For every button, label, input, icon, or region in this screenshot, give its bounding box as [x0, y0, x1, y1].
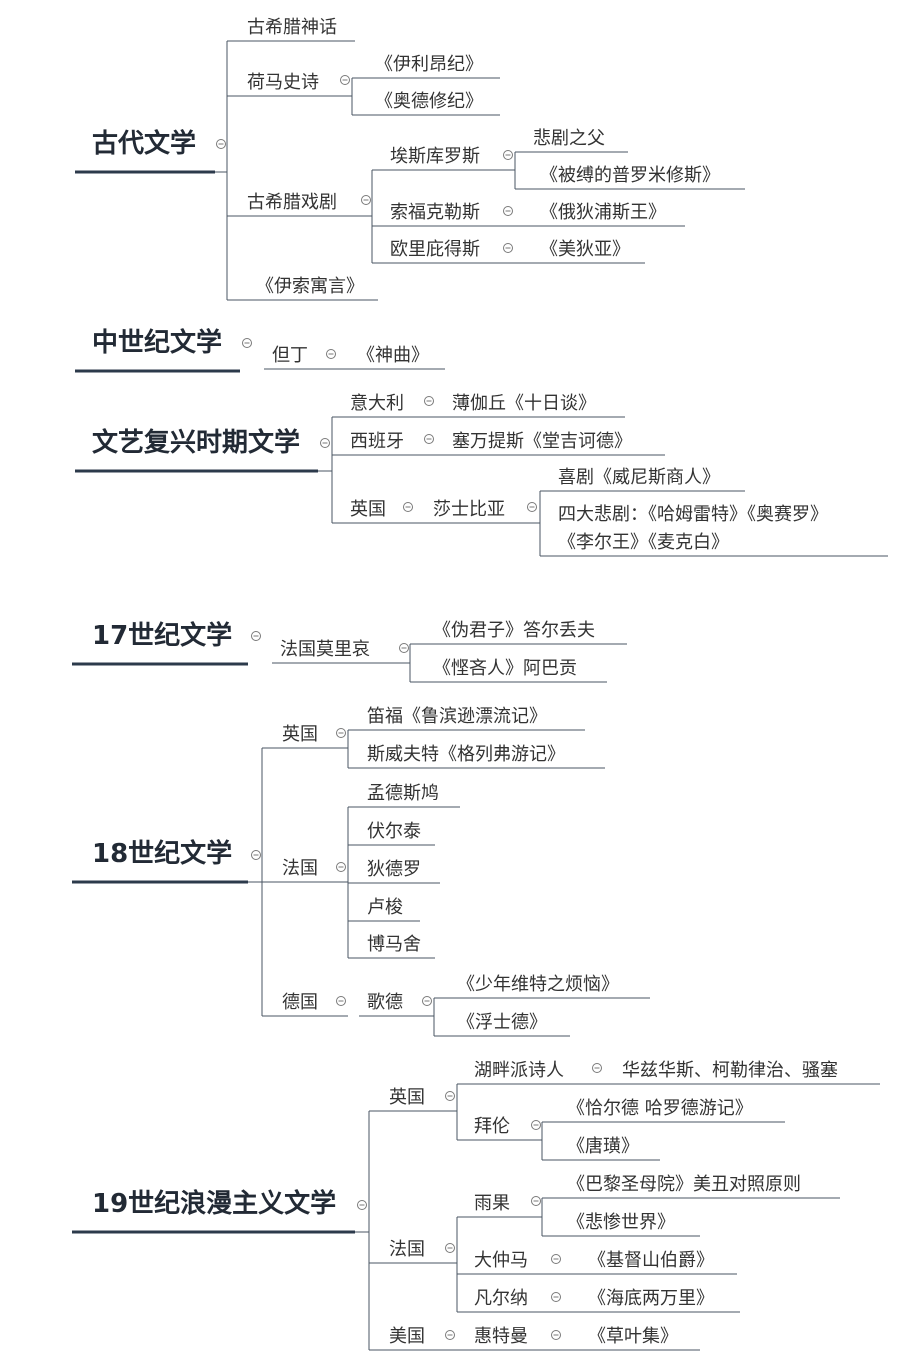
collapse-button[interactable] — [403, 502, 413, 512]
collapse-button[interactable] — [320, 438, 330, 448]
collapse-button[interactable] — [422, 996, 432, 1006]
collapse-button[interactable] — [251, 631, 261, 641]
collapse-button[interactable] — [445, 1330, 455, 1340]
node-label[interactable]: 华兹华斯、柯勒律治、骚塞 — [622, 1060, 838, 1081]
root-topic[interactable]: 古代文学 — [92, 128, 196, 159]
node-label[interactable]: 凡尔纳 — [474, 1288, 528, 1309]
node-label[interactable]: 卢梭 — [367, 897, 403, 918]
node-label[interactable]: 古希腊戏剧 — [247, 192, 337, 213]
node-label[interactable]: 笛福《鲁滨逊漂流记》 — [367, 706, 547, 727]
node-label[interactable]: 《悭吝人》阿巴贡 — [433, 658, 577, 679]
root-topic[interactable]: 文艺复兴时期文学 — [92, 427, 300, 458]
node-label[interactable]: 狄德罗 — [367, 859, 421, 880]
collapse-button[interactable] — [527, 502, 537, 512]
node-label[interactable]: 美国 — [389, 1326, 425, 1347]
collapse-button[interactable] — [424, 434, 434, 444]
node-label[interactable]: 《巴黎圣母院》美丑对照原则 — [567, 1174, 801, 1195]
root-topic[interactable]: 19世纪浪漫主义文学 — [92, 1188, 336, 1219]
node-label[interactable]: 《悲惨世界》 — [567, 1212, 675, 1233]
node-label[interactable]: 悲剧之父 — [533, 128, 605, 149]
node-label[interactable]: 索福克勒斯 — [390, 202, 480, 223]
collapse-button[interactable] — [551, 1330, 561, 1340]
collapse-button[interactable] — [361, 195, 371, 205]
node-label[interactable]: 雨果 — [474, 1193, 510, 1214]
node-label[interactable]: 薄伽丘《十日谈》 — [452, 393, 596, 414]
collapse-button[interactable] — [242, 338, 252, 348]
collapse-button[interactable] — [326, 349, 336, 359]
node-label[interactable]: 《奥德修纪》 — [375, 91, 483, 112]
collapse-button[interactable] — [336, 996, 346, 1006]
node-label[interactable]: 意大利 — [350, 393, 404, 414]
node-label[interactable]: 《草叶集》 — [588, 1326, 678, 1347]
node-label[interactable]: 孟德斯鸠 — [367, 783, 439, 804]
collapse-button[interactable] — [592, 1063, 602, 1073]
collapse-button[interactable] — [551, 1254, 561, 1264]
collapse-button[interactable] — [531, 1196, 541, 1206]
node-label[interactable]: 法国 — [282, 858, 318, 879]
collapse-button[interactable] — [357, 1200, 367, 1210]
node-label[interactable]: 《被缚的普罗米修斯》 — [540, 165, 720, 186]
collapse-button[interactable] — [503, 243, 513, 253]
collapse-button[interactable] — [216, 139, 226, 149]
node-label[interactable]: 《唐璜》 — [567, 1136, 639, 1157]
root-topic[interactable]: 17世纪文学 — [92, 620, 232, 651]
collapse-button[interactable] — [531, 1120, 541, 1130]
collapse-button[interactable] — [424, 396, 434, 406]
node-label[interactable]: 英国 — [282, 724, 318, 745]
node-label[interactable]: 《伊索寓言》 — [256, 276, 364, 297]
node-label[interactable]: 法国莫里哀 — [280, 639, 370, 660]
node-label[interactable]: 《伊利昂纪》 — [375, 54, 483, 75]
collapse-button[interactable] — [445, 1091, 455, 1101]
node-label[interactable]: 《恰尔德 哈罗德游记》 — [567, 1098, 753, 1119]
node-label[interactable]: 莎士比亚 — [433, 499, 505, 520]
node-label[interactable]: 《基督山伯爵》 — [588, 1250, 714, 1271]
node-label[interactable]: 《浮士德》 — [457, 1012, 547, 1033]
node-label[interactable]: 《神曲》 — [357, 345, 429, 366]
node-label[interactable]: 拜伦 — [474, 1116, 510, 1137]
collapse-button[interactable] — [503, 206, 513, 216]
collapse-button[interactable] — [251, 850, 261, 860]
node-label[interactable]: 斯威夫特《格列弗游记》 — [367, 744, 565, 765]
node-label[interactable]: 古希腊神话 — [247, 17, 337, 38]
collapse-button[interactable] — [503, 150, 513, 160]
node-label[interactable]: 《美狄亚》 — [540, 239, 630, 260]
node-label[interactable]: 《海底两万里》 — [588, 1288, 714, 1309]
collapse-button[interactable] — [445, 1243, 455, 1253]
node-label[interactable]: 《伪君子》答尔丢夫 — [433, 620, 595, 641]
node-label[interactable]: 伏尔泰 — [367, 821, 421, 842]
node-label[interactable]: 博马舍 — [367, 934, 421, 955]
node-label[interactable]: 荷马史诗 — [247, 72, 319, 93]
node-label[interactable]: 大仲马 — [474, 1250, 528, 1271]
node-label[interactable]: 塞万提斯《堂吉诃德》 — [452, 431, 632, 452]
root-topic[interactable]: 中世纪文学 — [92, 327, 222, 358]
node-label[interactable]: 欧里庇得斯 — [390, 239, 480, 260]
collapse-button[interactable] — [336, 862, 346, 872]
node-label[interactable]: 《李尔王》《麦克白》 — [558, 532, 729, 553]
node-label[interactable]: 湖畔派诗人 — [474, 1060, 564, 1081]
node-label[interactable]: 《俄狄浦斯王》 — [540, 202, 666, 223]
node-label[interactable]: 惠特曼 — [474, 1326, 528, 1347]
node-label[interactable]: 西班牙 — [350, 431, 404, 452]
collapse-button[interactable] — [551, 1292, 561, 1302]
node-label[interactable]: 英国 — [389, 1087, 425, 1108]
node-label[interactable]: 歌德 — [367, 992, 403, 1013]
node-label[interactable]: 法国 — [389, 1239, 425, 1260]
node-label[interactable]: 埃斯库罗斯 — [390, 146, 480, 167]
node-label[interactable]: 《少年维特之烦恼》 — [457, 974, 619, 995]
node-label[interactable]: 四大悲剧：《哈姆雷特》《奥赛罗》 — [558, 504, 828, 525]
node-label[interactable]: 德国 — [282, 992, 318, 1013]
node-label[interactable]: 但丁 — [272, 345, 308, 366]
collapse-button[interactable] — [336, 728, 346, 738]
node-label[interactable]: 英国 — [350, 499, 386, 520]
collapse-button[interactable] — [340, 75, 350, 85]
collapse-button[interactable] — [399, 643, 409, 653]
root-topic[interactable]: 18世纪文学 — [92, 838, 232, 869]
node-label[interactable]: 喜剧《威尼斯商人》 — [558, 467, 720, 488]
